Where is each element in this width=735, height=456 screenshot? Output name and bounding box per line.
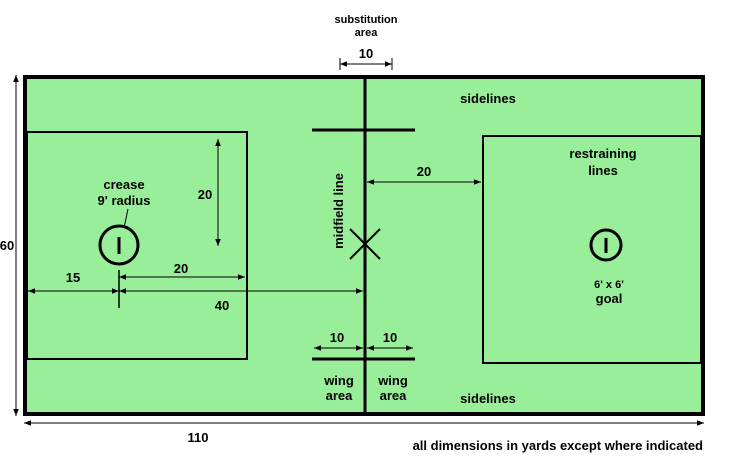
crease-label-line1: crease [103,177,144,192]
wing-dim-left-label: 10 [330,330,344,345]
midfield-line-label: midfield line [331,173,346,249]
crease-pointer [123,208,129,229]
substitution-label-line2: area [355,27,379,39]
sidelines-bottom-label: sidelines [460,391,516,406]
dim-40-label: 40 [215,298,229,313]
dim-110-label: 110 [188,430,209,445]
wing-left-label-line2: area [326,388,354,403]
dim-60-label: 60 [0,238,14,253]
right-restraining-box [482,135,702,364]
wing-right-label-line1: wing [377,373,408,388]
wing-dim-right-label: 10 [383,330,397,345]
restraining-label-line2: lines [588,163,618,178]
wing-right-label-line2: area [380,388,408,403]
substitution-width-label: 10 [359,46,373,61]
dim-15-label: 15 [66,270,80,285]
wing-left-label-line1: wing [323,373,354,388]
goal-label-line2: goal [596,291,623,306]
right-crease [589,228,623,262]
sidelines-top-label: sidelines [460,91,516,106]
left-restraining-box [26,131,248,360]
goal-label-line1: 6' x 6' [594,279,624,291]
restraining-label-line1: restraining [569,146,636,161]
left-crease [98,224,140,266]
footnote: all dimensions in yards except where ind… [413,438,703,453]
dim-20-vertical-label: 20 [198,187,212,202]
dim-20-left-label: 20 [174,261,188,276]
center-x [349,228,381,260]
substitution-label-line1: substitution [335,14,398,26]
dim-20-right-label: 20 [417,164,431,179]
crease-label-line2: 9' radius [98,193,151,208]
